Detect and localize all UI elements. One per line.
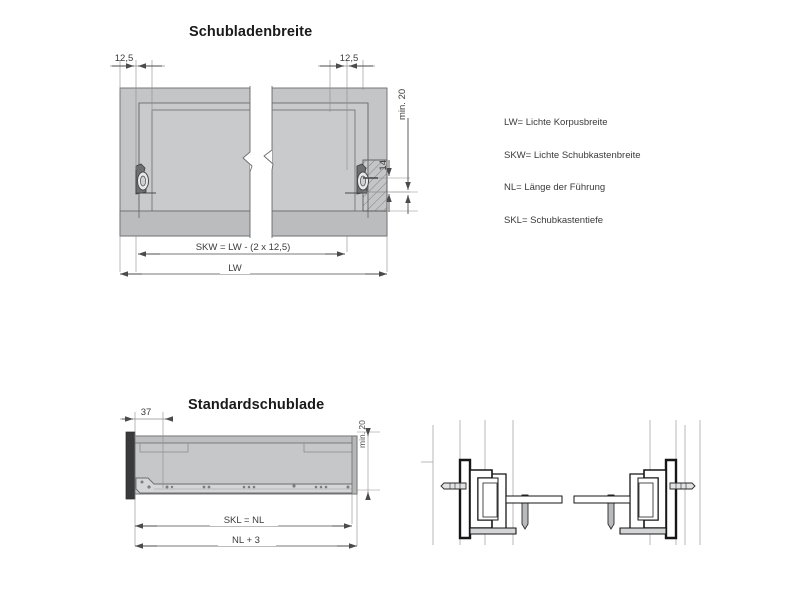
screw-right	[669, 482, 696, 490]
dimension-clearance-bottom: min. 20	[357, 420, 371, 501]
dimension-nl-plus-3: NL + 3	[135, 533, 357, 549]
dimension-label-skw: SKW = LW - (2 x 12,5)	[196, 242, 291, 253]
legend-item-lw: LW= Lichte Korpusbreite	[504, 117, 608, 128]
dimension-lw: LW	[120, 261, 387, 277]
dimension-label-gap-right: 12,5	[340, 53, 359, 64]
cabinet-right-half	[271, 87, 388, 237]
dimension-label-front-offset: 37	[141, 407, 152, 418]
figure-bottom-drawer-side-section: 37 SKL = NL NL + 3	[120, 407, 380, 549]
extension-lines-bottom	[134, 412, 380, 546]
dimension-gap-right: 12,5	[318, 53, 375, 69]
dimension-label-clearance-bottom: min. 20	[357, 420, 367, 448]
dimension-skl: SKL = NL	[135, 513, 352, 529]
legend-item-skl: SKL= Schubkastentiefe	[504, 214, 604, 226]
drawer-bottom-panel-section	[505, 495, 631, 504]
dimension-label-nl-plus-3: NL + 3	[232, 535, 260, 546]
dimension-gap-left: 12,5	[110, 53, 165, 69]
drawer-inner-recess-left	[139, 443, 189, 453]
figure-bottom-right-cross-section	[421, 420, 701, 545]
drawer-front-panel	[125, 431, 136, 500]
dimension-skw: SKW = LW - (2 x 12,5)	[138, 240, 345, 257]
cabinet-left-half	[119, 87, 251, 237]
drawer-slide-rail	[135, 477, 358, 494]
dimension-label-skl: SKL = NL	[224, 515, 265, 526]
figure-title-standardschublade: Standardschublade	[188, 397, 325, 413]
dimension-clearance-top: min. 20	[363, 89, 418, 214]
dimension-front-offset: 37	[120, 407, 174, 422]
legend-item-nl: NL= Länge der Führung	[504, 182, 606, 193]
extension-lines-top	[119, 60, 388, 272]
drawer-rear-edge	[351, 435, 358, 495]
dimension-label-clearance-top: min. 20	[397, 89, 408, 120]
drawer-slide-left	[135, 163, 156, 195]
figure-top-cabinet-front-section: 12,5 12,5 SKW = LW - (2 x 12,5)	[110, 53, 418, 277]
figure-title-schubladenbreite: Schubladenbreite	[189, 24, 313, 40]
drawer-slide-right	[345, 163, 378, 195]
drawer-top-lip	[134, 435, 358, 444]
dimension-label-gap-left: 12,5	[115, 53, 134, 64]
dimension-label-lw: LW	[228, 263, 242, 274]
legend: LW= Lichte Korpusbreite SKW= Lichte Schu…	[504, 118, 754, 248]
break-symbol-center	[242, 86, 274, 238]
screw-left	[440, 482, 467, 490]
section-slide-left	[440, 458, 529, 540]
dimension-label-rail-height: 14	[378, 160, 389, 171]
legend-item-skw: SKW= Lichte Schubkastenbreite	[504, 149, 641, 161]
